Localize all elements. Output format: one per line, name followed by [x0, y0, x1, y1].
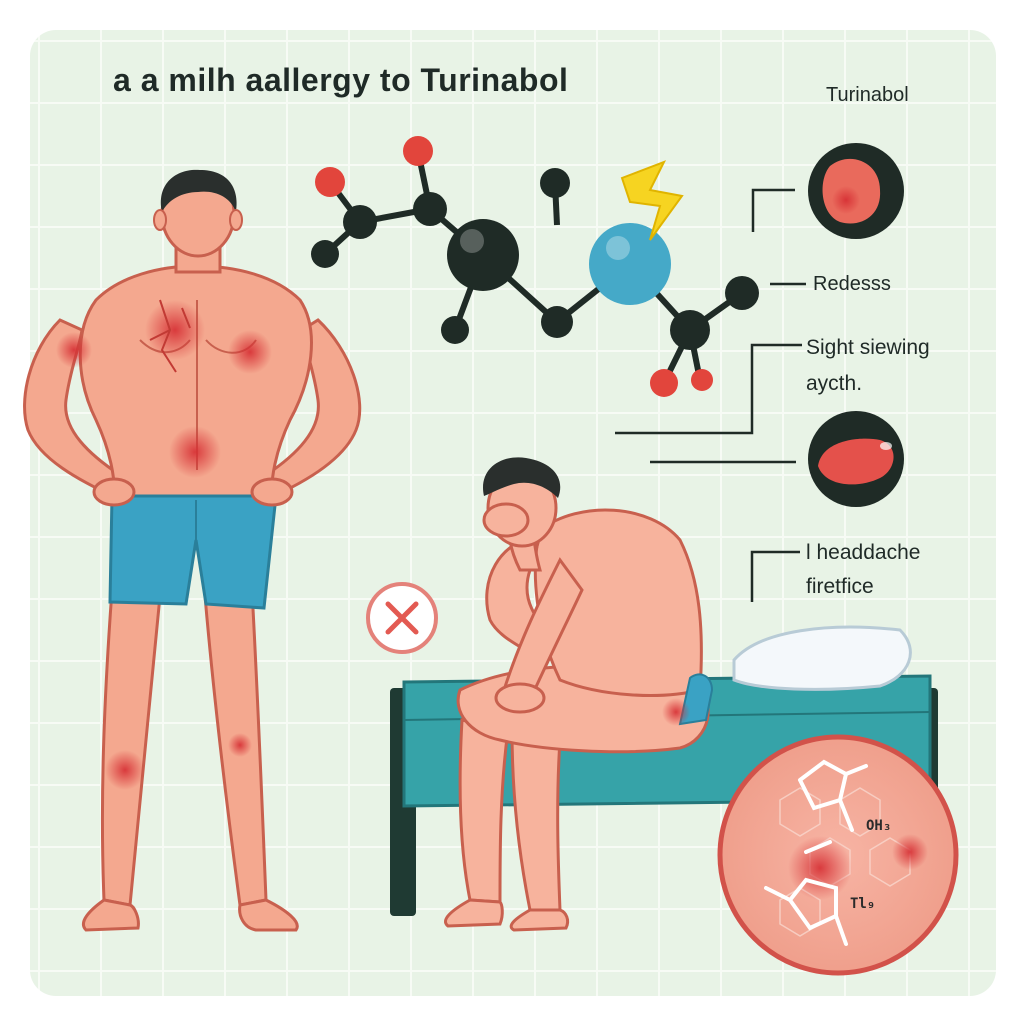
swelling-icon — [808, 411, 904, 507]
rash-spot — [169, 426, 221, 478]
oxygen-atom — [650, 369, 678, 397]
pillow — [732, 625, 912, 691]
carbon-atom — [725, 276, 759, 310]
rash-spot — [145, 300, 205, 360]
skin-zoom-circle — [717, 734, 959, 976]
carbon-atom — [413, 192, 447, 226]
rash-spot — [56, 332, 92, 368]
rash-spot — [105, 750, 145, 790]
page-title: a a milh aallergy to Turinabol — [113, 62, 569, 98]
callout-lines — [615, 188, 806, 602]
blue-atom — [589, 223, 671, 305]
close-icon — [366, 582, 438, 654]
carbon-atom — [343, 205, 377, 239]
oxygen-atom — [403, 136, 433, 166]
central-carbon-atom — [447, 219, 519, 291]
rash-spot — [228, 733, 252, 757]
headache-line-2: firetfice — [806, 575, 874, 598]
oxygen-atom — [691, 369, 713, 391]
carbon-atom — [540, 168, 570, 198]
rash-spot — [228, 330, 272, 374]
redness-icon — [808, 143, 904, 239]
carbon-atom — [670, 310, 710, 350]
chem-label-a: OH₃ — [866, 818, 892, 834]
oxygen-atom — [315, 167, 345, 197]
swelling-line-1: Sight siewing — [806, 336, 930, 359]
symptom-label-headache: l headdache firetfice — [806, 536, 920, 604]
headache-line-1: l headdache — [806, 541, 921, 564]
swelling-line-2: aycth. — [806, 372, 863, 395]
rash-spot — [662, 698, 690, 726]
symptom-label-swelling: Sight siewing aycth. — [806, 330, 930, 402]
molecule-diagram — [322, 150, 744, 385]
lightning-icon — [620, 160, 684, 241]
carbon-atom — [541, 306, 573, 338]
symptom-label-redness: Redesss — [813, 273, 891, 295]
standing-man-figure — [23, 169, 362, 932]
chem-label-b: Tl₉ — [850, 896, 876, 912]
sitting-man-figure — [444, 457, 714, 932]
molecule-atoms — [311, 136, 759, 397]
carbon-atom — [441, 316, 469, 344]
drug-label: Turinabol — [826, 84, 909, 106]
carbon-atom — [311, 240, 339, 268]
